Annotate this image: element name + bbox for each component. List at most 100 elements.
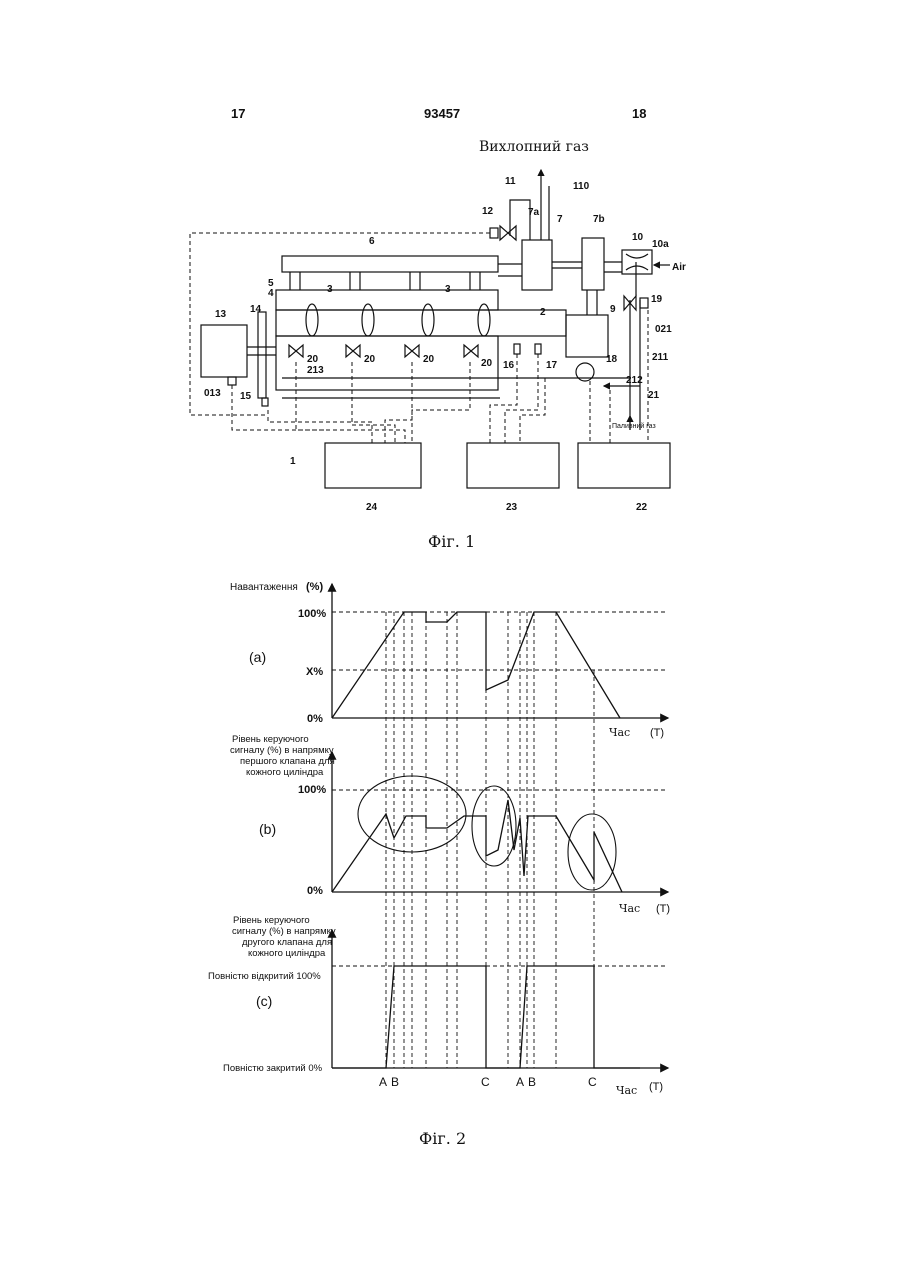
ref-11: 11 — [505, 176, 516, 187]
intercooler-9 — [566, 315, 608, 357]
ref-4: 4 — [268, 288, 274, 299]
cylinder-3b — [362, 304, 374, 336]
c-ylabel-2: сигналу (%) в напрямку — [232, 926, 336, 937]
ref-13: 13 — [215, 309, 227, 320]
ref-10a: 10a — [652, 239, 669, 250]
a-panel-label: (a) — [249, 649, 266, 665]
c-tick-open: Повністю відкритий 100% — [208, 971, 321, 982]
ref-15: 15 — [240, 391, 252, 402]
b-xlabel: Час — [619, 902, 640, 915]
ref-7b: 7b — [593, 214, 605, 225]
cylinder-3c — [422, 304, 434, 336]
air-label: Air — [672, 262, 686, 273]
ref-013: 013 — [204, 388, 221, 399]
ref-16: 16 — [503, 360, 515, 371]
gas-valve-20a — [289, 345, 303, 357]
a-tick-0: 0% — [307, 713, 323, 725]
c-xlabel: Час — [616, 1084, 637, 1097]
bypass-valve-12 — [500, 226, 516, 240]
ref-24: 24 — [366, 502, 378, 513]
c-tick-closed: Повністю закритий 0% — [223, 1063, 323, 1074]
ref-7a: 7a — [528, 207, 540, 218]
c-xunit: (T) — [649, 1081, 663, 1093]
air-filter-10 — [622, 250, 652, 274]
figure-2-control-graphs: Навантаження (%) 100% X% 0% (a) Час (T) … — [0, 560, 901, 1120]
b-ylabel-1: Рівень керуючого — [232, 734, 309, 745]
b-ylabel-2: сигналу (%) в напрямку — [230, 745, 334, 756]
a-ylabel: Навантаження — [230, 582, 298, 593]
cylinder-3a — [306, 304, 318, 336]
c-panel-label: (c) — [256, 993, 272, 1009]
ref-14: 14 — [250, 304, 262, 315]
a-tick-100: 100% — [298, 608, 326, 620]
marker-c2: C — [588, 1075, 597, 1089]
a-xunit: (T) — [650, 727, 664, 739]
b-tick-100: 100% — [298, 784, 326, 796]
turbine-7a — [522, 240, 552, 290]
ref-20d: 20 — [481, 358, 493, 369]
generator-13 — [201, 325, 247, 377]
ref-23: 23 — [506, 502, 518, 513]
controller-22 — [578, 443, 670, 488]
a-tick-x: X% — [306, 666, 323, 678]
event-lines — [386, 612, 594, 1068]
b-tick-0: 0% — [307, 885, 323, 897]
marker-b1: B — [391, 1075, 399, 1089]
ref-211: 211 — [652, 352, 669, 363]
ref-7: 7 — [557, 214, 563, 225]
actuator-12 — [490, 228, 498, 238]
ref-3a: 3 — [327, 284, 333, 295]
engine-head — [276, 290, 498, 310]
controller-23 — [467, 443, 559, 488]
marker-c1: C — [481, 1075, 490, 1089]
ref-110: 110 — [573, 181, 590, 192]
c-ylabel-3: другого клапана для — [242, 937, 332, 948]
highlight-ellipse-3 — [568, 814, 616, 890]
marker-a2: A — [516, 1075, 524, 1089]
ref-10: 10 — [632, 232, 644, 243]
cylinder-3d — [478, 304, 490, 336]
ref-212: 212 — [626, 375, 643, 386]
ref-2: 2 — [540, 307, 546, 318]
ref-19: 19 — [651, 294, 663, 305]
a-unit: (%) — [306, 581, 323, 593]
ref-22: 22 — [636, 502, 648, 513]
figure-2-caption: Фіг. 2 — [419, 1129, 466, 1148]
ref-12: 12 — [482, 206, 494, 217]
gas-valve-20d — [464, 345, 478, 357]
fuel-gas-label: Паливний газ — [612, 422, 656, 430]
compressor-7b — [582, 238, 604, 290]
ref-3b: 3 — [445, 284, 451, 295]
ref-21: 21 — [648, 390, 660, 401]
ref-9: 9 — [610, 304, 616, 315]
gas-valve-20b — [346, 345, 360, 357]
marker-b2: B — [528, 1075, 536, 1089]
c-ylabel-4: кожного циліндра — [248, 948, 326, 959]
ref-20b: 20 — [364, 354, 376, 365]
exhaust-label: Вихлопний газ — [479, 139, 589, 155]
ref-17: 17 — [546, 360, 558, 371]
bypass-pipe-11 — [510, 200, 530, 240]
b-panel-label: (b) — [259, 821, 276, 837]
controller-24 — [325, 443, 421, 488]
b-xunit: (T) — [656, 903, 670, 915]
figure-1-caption: Фіг. 1 — [428, 532, 475, 551]
ref-20a: 20 — [307, 354, 319, 365]
ref-213: 213 — [307, 365, 324, 376]
first-valve-signal — [332, 800, 622, 892]
figure-1-engine-diagram: Вихлопний газ 11 110 12 7a 7 7b 10 10a A… — [0, 0, 901, 560]
ref-6: 6 — [369, 236, 375, 247]
ref-1: 1 — [290, 456, 296, 467]
sensor-17 — [535, 344, 541, 354]
exhaust-manifold-6 — [282, 256, 498, 272]
marker-a1: A — [379, 1075, 387, 1089]
b-ylabel-3: першого клапана для — [240, 756, 335, 767]
gas-valve-20c — [405, 345, 419, 357]
sensor-16 — [514, 344, 520, 354]
intake-manifold-2 — [276, 310, 566, 336]
ref-021: 021 — [655, 324, 672, 335]
c-ylabel-1: Рівень керуючого — [233, 915, 310, 926]
load-curve — [332, 612, 620, 718]
a-xlabel: Час — [609, 726, 630, 739]
